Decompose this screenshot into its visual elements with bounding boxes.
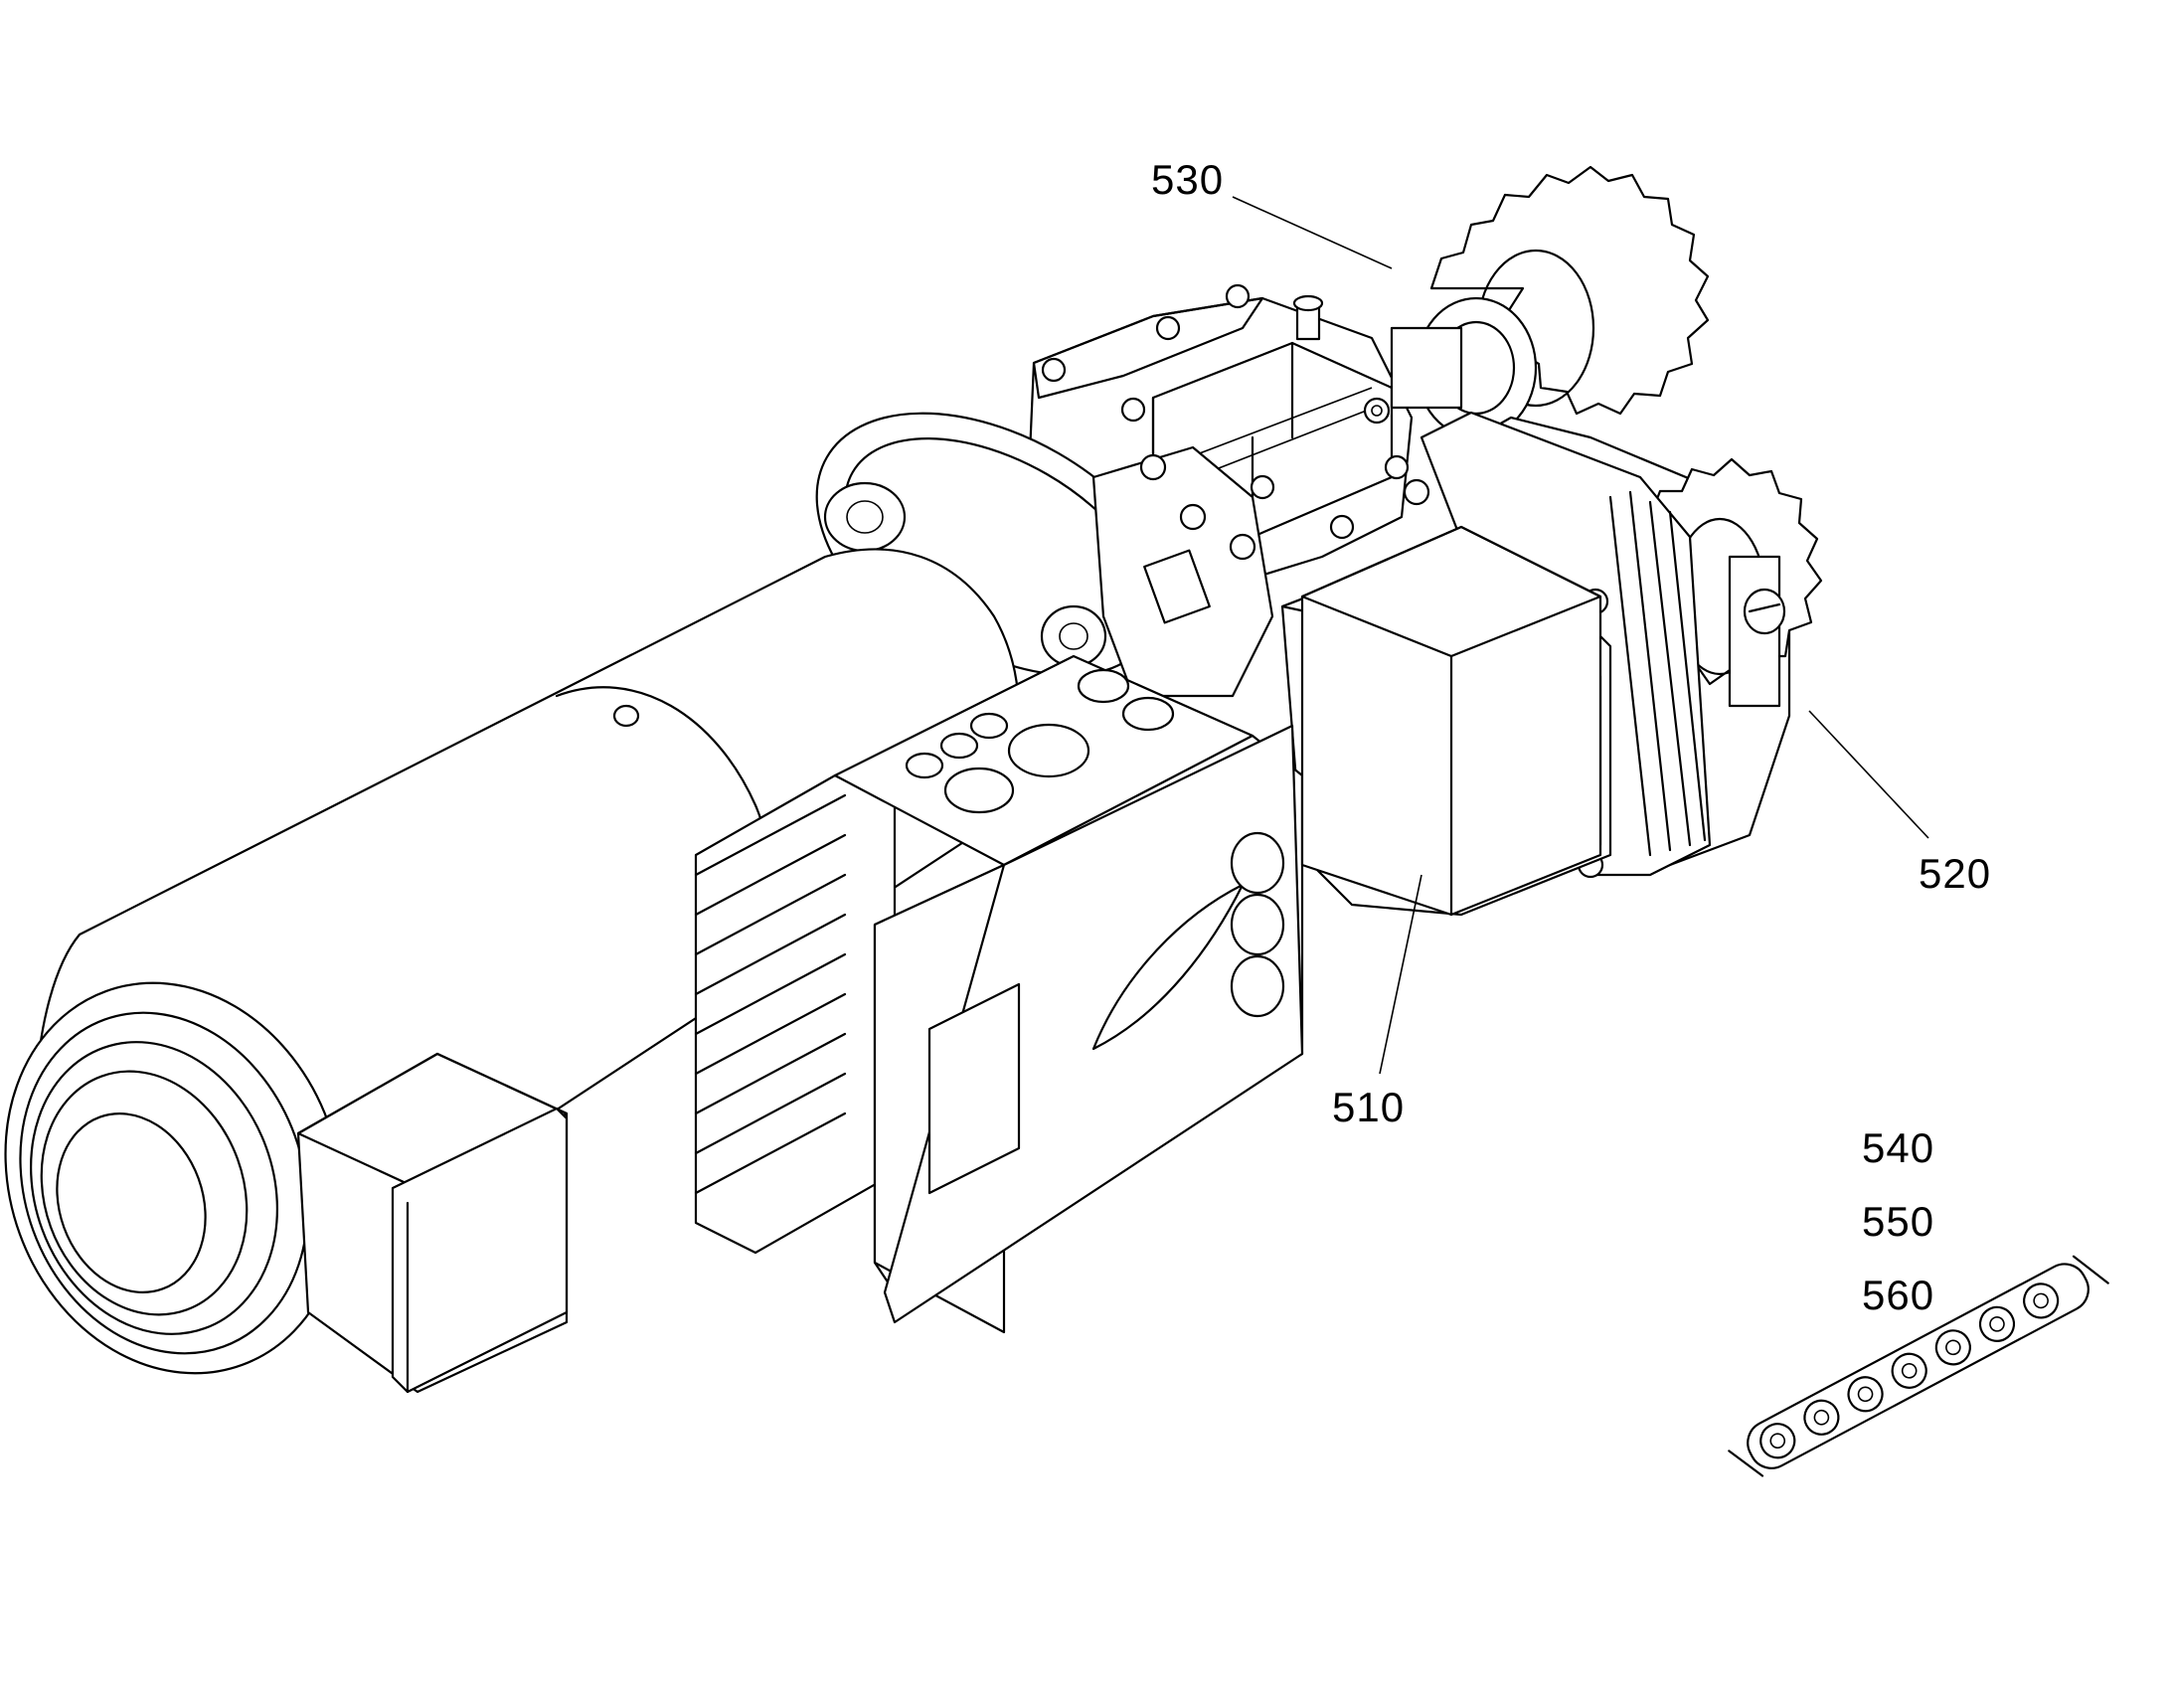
label-550: 550 — [1862, 1198, 1935, 1245]
terminal-box — [296, 1052, 569, 1394]
motor-end-cap — [4, 981, 344, 1375]
label-510: 510 — [1332, 1084, 1406, 1130]
upper-sprocket — [1390, 165, 1710, 439]
label-540: 540 — [1862, 1124, 1935, 1171]
roller-chain — [1728, 1255, 2109, 1477]
label-560: 560 — [1862, 1272, 1935, 1318]
label-530: 530 — [1151, 156, 1225, 203]
label-520: 520 — [1919, 850, 1992, 897]
leader-lines — [1232, 196, 1929, 1075]
drive-housing-510 — [1300, 525, 1602, 917]
control-unit — [694, 654, 1304, 1334]
